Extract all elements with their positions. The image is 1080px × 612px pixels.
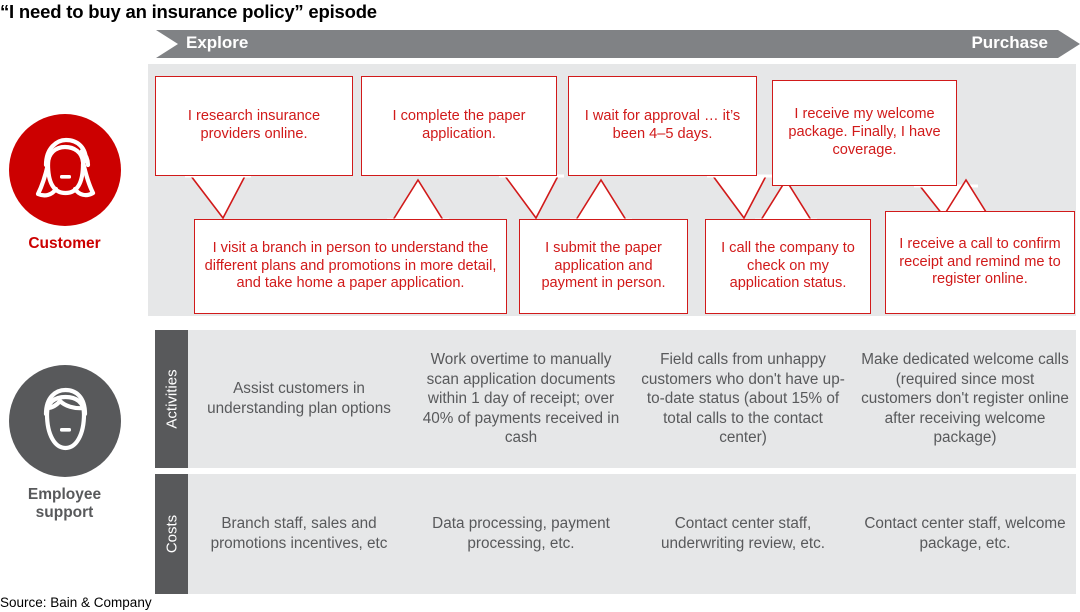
phase-banner-shape xyxy=(148,30,1080,58)
bubble-tail-bottom-1 xyxy=(193,178,513,222)
customer-bubble-bottom-2: I submit the paper application and payme… xyxy=(519,219,688,314)
bubble-tail-bottom-2 xyxy=(520,178,720,222)
rail-label-employee-line2: support xyxy=(35,503,94,521)
employee-avatar xyxy=(8,365,121,477)
phase-label-explore: Explore xyxy=(186,33,249,52)
rail-label-employee: Employee support xyxy=(2,486,127,522)
rail-label-employee-line1: Employee xyxy=(27,486,102,503)
bubble-tail-top-2 xyxy=(360,174,580,220)
customer-avatar xyxy=(8,114,121,226)
phase-banner: Explore Purchase xyxy=(148,30,1080,58)
rail-employee: Employee support xyxy=(2,365,127,522)
customer-bubble-top-4: I receive my welcome package. Finally, I… xyxy=(772,80,957,186)
activities-cell-1: Assist customers in understanding plan o… xyxy=(207,380,391,417)
support-row-activities: Activities Assist customers in understan… xyxy=(155,330,1076,468)
support-row-costs: Costs Branch staff, sales and promotions… xyxy=(155,474,1076,594)
customer-bubble-top-2: I complete the paper application. xyxy=(361,76,557,176)
page-title: “I need to buy an insurance policy” epis… xyxy=(0,1,377,22)
male-face-icon xyxy=(43,387,87,451)
costs-cell-4: Contact center staff, welcome package, e… xyxy=(864,515,1066,552)
activities-cell-4: Make dedicated welcome calls (required s… xyxy=(861,351,1069,447)
rail-label-customer: Customer xyxy=(28,235,101,252)
row-tab-costs: Costs xyxy=(155,474,188,594)
bubble-tail-top-1 xyxy=(155,174,285,220)
customer-bubble-top-3: I wait for approval … it’s been 4–5 days… xyxy=(568,76,757,176)
costs-cell-3: Contact center staff, underwriting revie… xyxy=(660,515,826,552)
source-note: Source: Bain & Company xyxy=(0,595,152,610)
row-cells-costs: Branch staff, sales and promotions incen… xyxy=(188,474,1076,594)
mouth-icon xyxy=(59,428,71,432)
row-tab-label-activities: Activities xyxy=(163,369,180,429)
costs-cell-1: Branch staff, sales and promotions incen… xyxy=(210,515,388,552)
rail-customer: Customer xyxy=(2,114,127,253)
customer-bubble-top-1: I research insurance providers online. xyxy=(155,76,353,176)
row-tab-activities: Activities xyxy=(155,330,188,468)
customer-bubble-bottom-3: I call the company to check on my applic… xyxy=(705,219,871,314)
phase-label-purchase: Purchase xyxy=(971,33,1048,52)
bubble-tail-top-3 xyxy=(570,174,790,220)
activities-cell-2: Work overtime to manually scan applicati… xyxy=(422,351,620,447)
row-cells-activities: Assist customers in understanding plan o… xyxy=(188,330,1076,468)
row-tab-label-costs: Costs xyxy=(163,514,180,554)
customer-bubble-bottom-1: I visit a branch in person to understand… xyxy=(194,219,507,314)
female-face-icon xyxy=(35,137,95,198)
costs-cell-2: Data processing, payment processing, etc… xyxy=(432,515,610,552)
customer-bubble-bottom-4: I receive a call to confirm receipt and … xyxy=(885,211,1075,314)
activities-cell-3: Field calls from unhappy customers who d… xyxy=(641,351,845,447)
mouth-icon xyxy=(59,175,71,179)
